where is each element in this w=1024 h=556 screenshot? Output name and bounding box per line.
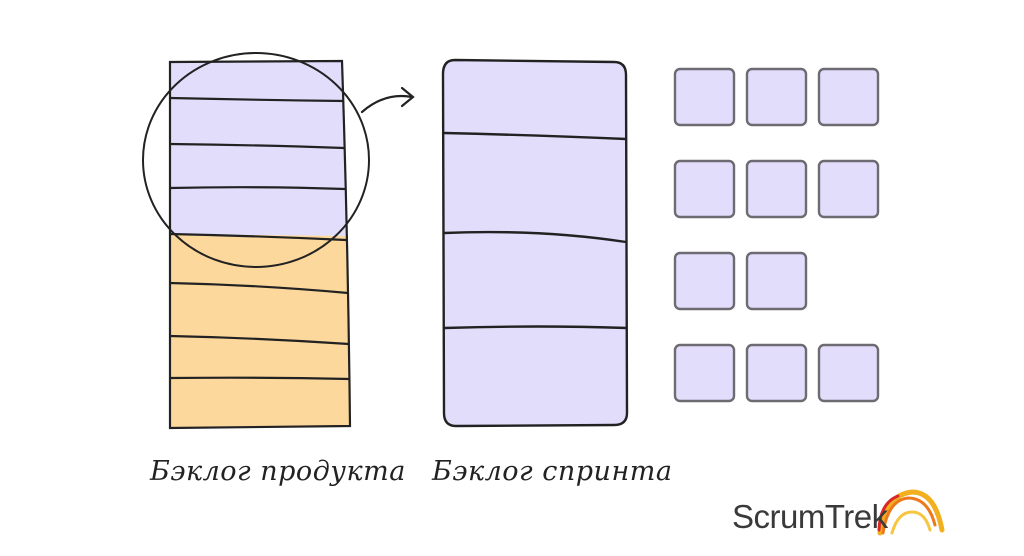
product-backlog-label: Бэклог продукта (150, 456, 406, 487)
task-card (745, 159, 808, 219)
sprint-backlog (441, 58, 629, 428)
task-card (673, 159, 736, 219)
task-card (745, 343, 808, 403)
sprint-backlog-label: Бэклог спринта (432, 456, 673, 487)
task-card (673, 67, 736, 127)
task-card (745, 67, 808, 127)
scrumtrek-logo-text: ScrumTrek (732, 498, 888, 535)
task-card (745, 251, 808, 311)
task-card (817, 67, 880, 127)
task-card (817, 343, 880, 403)
product-backlog-selected (170, 61, 346, 236)
selection-circle (142, 52, 370, 268)
task-grid (673, 67, 880, 403)
task-card (673, 251, 736, 311)
scrumtrek-logo-icon (877, 489, 945, 536)
task-card (817, 159, 880, 219)
product-backlog-remaining (170, 234, 350, 428)
arrow-icon (360, 86, 415, 114)
task-card (673, 343, 736, 403)
product-backlog (168, 59, 352, 430)
